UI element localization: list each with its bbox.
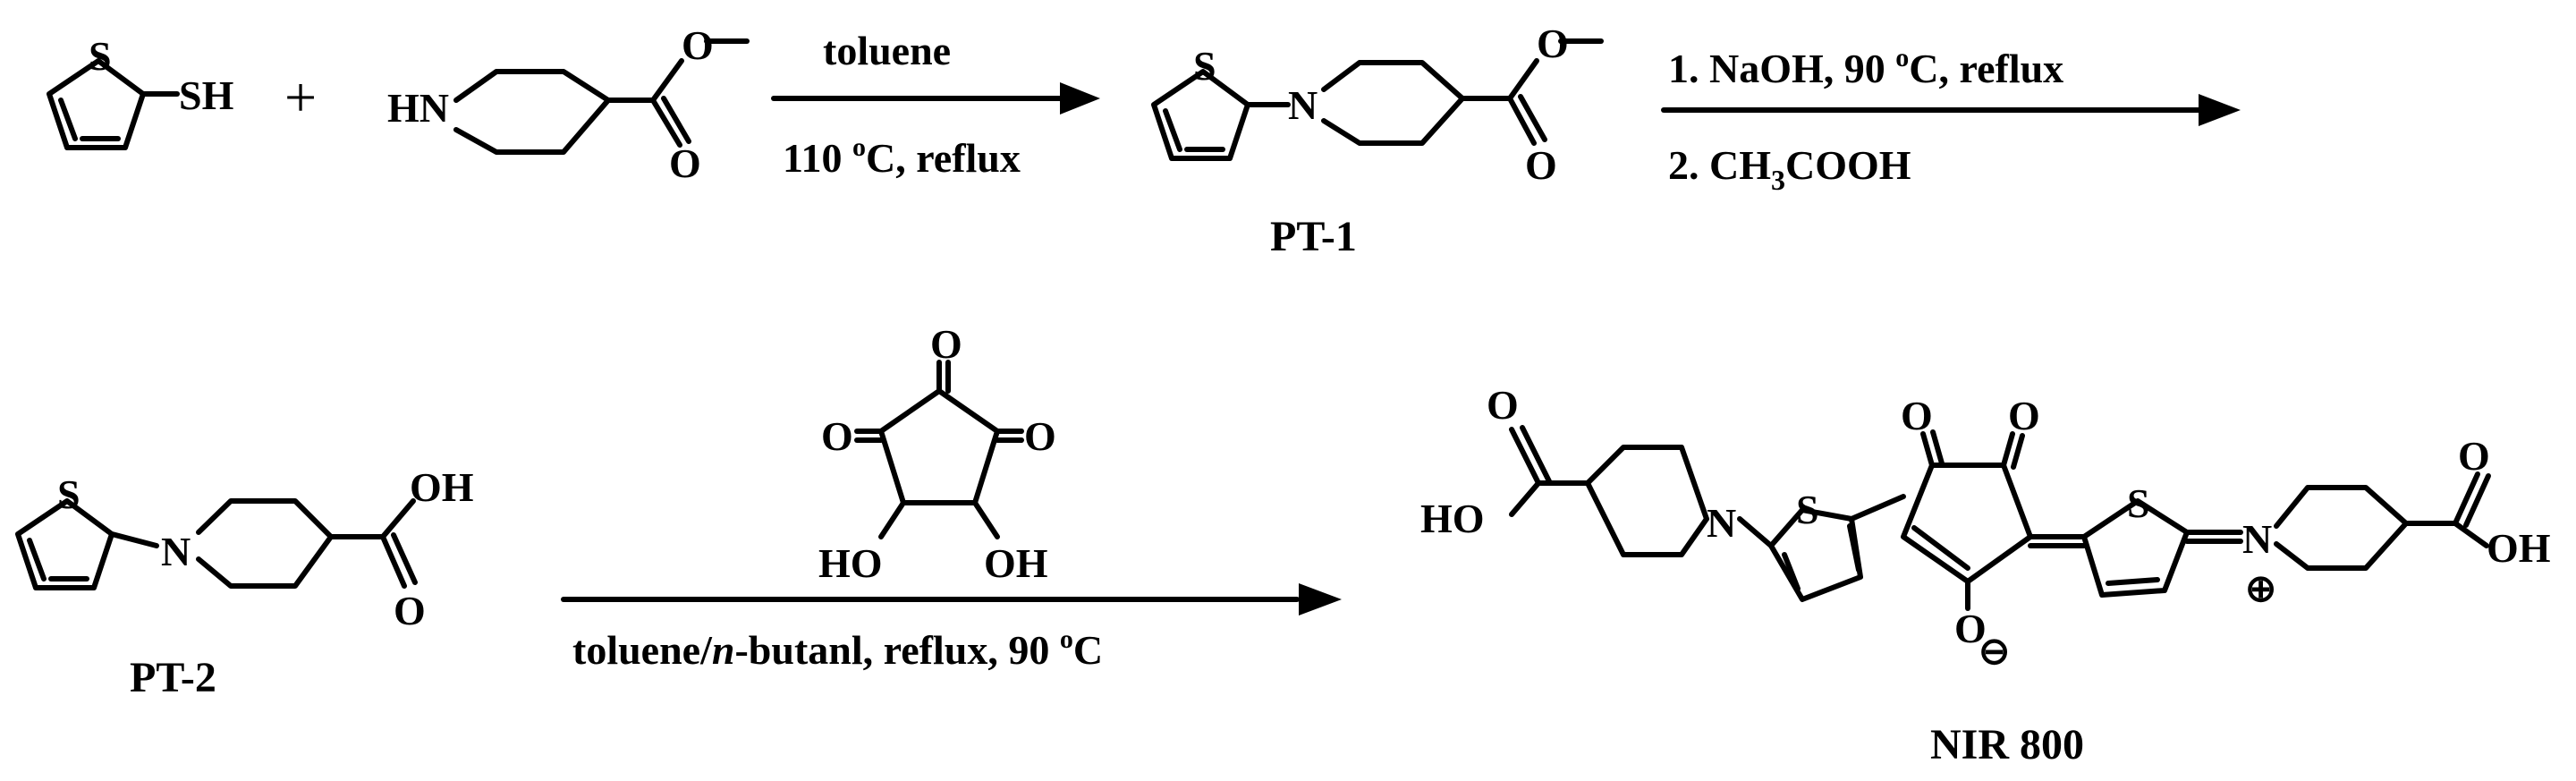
nir-right-oh: OH — [2487, 525, 2551, 571]
pt1-label: PT-1 — [1270, 213, 1357, 260]
nir-left-n-atom: N — [1707, 500, 1736, 546]
step3-conditions: toluene/n-butanl, reflux, 90 oC — [572, 624, 1103, 673]
reaction-arrow-2: 1. NaOH, 90 oC, reflux 2. CH3COOH — [1661, 43, 2241, 196]
reaction-arrow-3: toluene/n-butanl, reflux, 90 oC — [561, 583, 1342, 673]
pt2-oh-group: OH — [410, 464, 474, 510]
pt1-structure: S N O O PT-1 — [1151, 21, 1604, 260]
pt2-structure: S N OH O PT-2 — [15, 464, 474, 701]
pt1-s-atom: S — [1193, 43, 1216, 89]
croconic-left-oh: HO — [818, 540, 883, 586]
pt2-s-atom: S — [57, 471, 80, 517]
pt2-carbonyl-o: O — [394, 588, 426, 633]
croconic-right-o: O — [1024, 413, 1056, 459]
pt2-n-atom: N — [161, 529, 191, 574]
nir-right-n-atom: N — [2242, 516, 2272, 562]
thiophene-thiol-structure: S SH — [47, 33, 234, 150]
pt2-label: PT-2 — [130, 654, 216, 701]
step2-line2: 2. CH3COOH — [1668, 142, 1911, 196]
nir-oxido-o: O — [1954, 606, 1987, 651]
amine-hn: HN — [387, 85, 449, 131]
step1-solvent: toluene — [823, 28, 951, 73]
nir-left-ho: HO — [1420, 496, 1485, 541]
thiophene-s-atom: S — [89, 33, 112, 79]
nir-right-s-atom: S — [2127, 480, 2150, 526]
croconic-top-o: O — [930, 321, 962, 367]
nir-plus-charge: ⊕ — [2245, 569, 2276, 610]
croconic-acid-structure: O O O HO OH — [818, 321, 1056, 586]
nir-center-right-o: O — [2008, 393, 2040, 438]
nir-left-carbonyl-o: O — [1487, 382, 1519, 428]
plus-sign: + — [284, 65, 317, 129]
ester-o-atom: O — [682, 22, 714, 68]
methyl-isonipecotate-structure: HN O O — [387, 22, 750, 186]
nir-minus-charge: ⊖ — [1979, 632, 2010, 673]
nir-center-left-o: O — [1901, 393, 1933, 438]
nir800-structure: O HO N S O O O ⊖ S N ⊕ — [1420, 382, 2551, 768]
croconic-right-oh: OH — [984, 540, 1048, 586]
nir800-label: NIR 800 — [1930, 721, 2084, 768]
pt1-carbonyl-o: O — [1525, 142, 1557, 188]
reaction-arrow-1: toluene 110 oC, reflux — [771, 28, 1100, 181]
nir-right-carbonyl-o: O — [2458, 433, 2490, 479]
nir-left-s-atom: S — [1796, 487, 1819, 532]
step1-conditions: 110 oC, reflux — [783, 132, 1021, 181]
carbonyl-o-atom: O — [669, 140, 701, 186]
step2-line1: 1. NaOH, 90 oC, reflux — [1668, 43, 2063, 91]
thiol-sh-group: SH — [179, 72, 234, 118]
pt1-n-atom: N — [1288, 82, 1318, 128]
croconic-left-o: O — [821, 413, 853, 459]
pt1-ester-o: O — [1537, 21, 1569, 66]
